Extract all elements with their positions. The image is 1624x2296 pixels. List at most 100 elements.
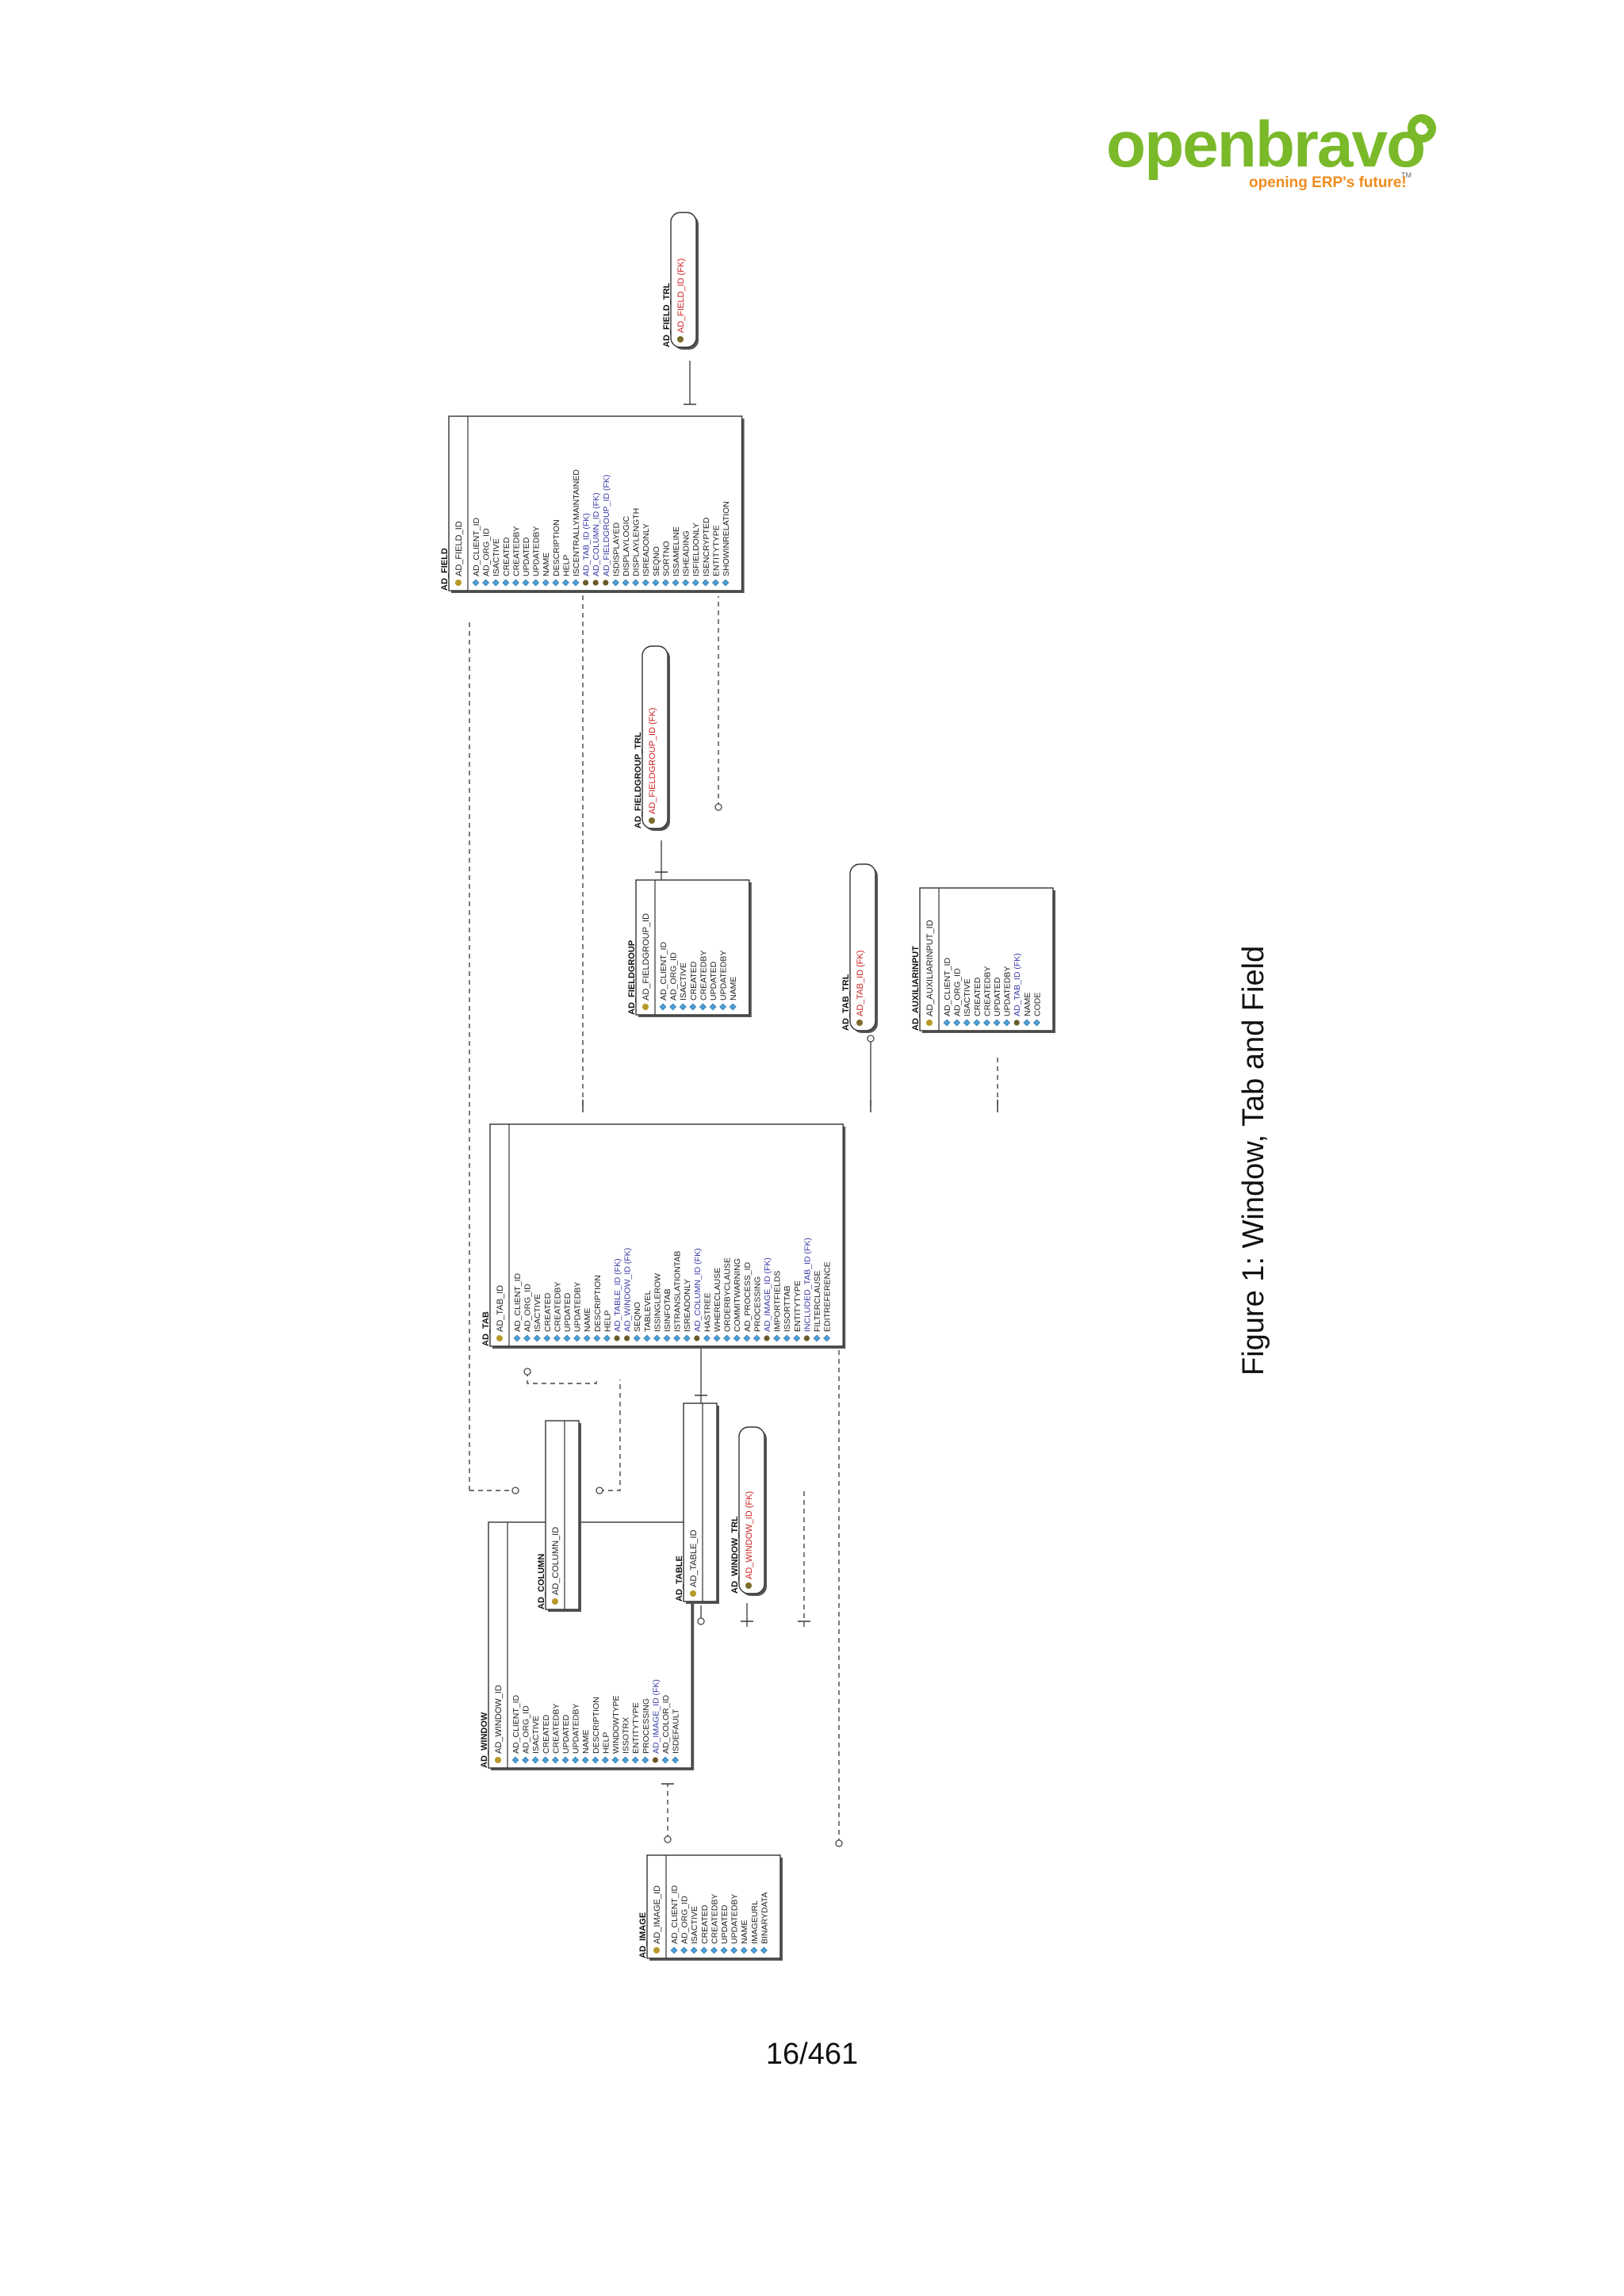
table-name: AD_IMAGE (638, 1912, 648, 1958)
key-icon (926, 1020, 933, 1026)
diamond-icon (593, 1334, 601, 1342)
column: WHERECLAUSE (713, 1268, 722, 1332)
column: ISSAMELINE (672, 526, 681, 576)
openbravo-logo: openbravo opening ERP's future! TM (1106, 109, 1436, 191)
diamond-icon (659, 1003, 667, 1011)
diamond-icon (740, 1946, 748, 1954)
diamond-icon (652, 579, 660, 587)
diamond-icon (733, 1334, 741, 1342)
diamond-icon (531, 1756, 539, 1764)
table-name: AD_WINDOW_TRL (730, 1516, 740, 1594)
foreign-key-column: AD_COLUMN_ID (FK) (693, 1248, 703, 1332)
column: PROCESSING (642, 1698, 651, 1754)
diamond-icon (953, 1019, 961, 1027)
column: CREATEDBY (511, 526, 521, 576)
column: IMAGEURL (750, 1900, 760, 1944)
primary-key-column: AD_IMAGE_ID (653, 1885, 662, 1944)
table-box (738, 1426, 765, 1594)
diamond-icon (1032, 1019, 1040, 1027)
diamond-icon (823, 1334, 831, 1342)
diamond-icon (643, 1334, 651, 1342)
diamond-icon (551, 1756, 559, 1764)
column: COMMITWARNING (733, 1258, 742, 1332)
diamond-icon (973, 1019, 981, 1027)
diamond-icon (611, 1756, 619, 1764)
column: UPDATED (709, 961, 718, 1001)
key-link-icon (583, 580, 589, 586)
column: SEQNO (633, 1302, 642, 1332)
column: ISACTIVE (679, 962, 688, 1001)
column: PROCESSING (753, 1276, 762, 1332)
table-box (489, 1123, 844, 1347)
foreign-key-column: INCLUDED_TAB_ID (FK) (802, 1238, 812, 1332)
diamond-icon (670, 1946, 678, 1954)
column: CREATED (542, 1714, 551, 1754)
column: CREATED (700, 1904, 710, 1944)
diamond-icon (710, 1946, 718, 1954)
diamond-icon (730, 1946, 738, 1954)
diamond-icon (760, 1946, 768, 1954)
diamond-icon (633, 1334, 641, 1342)
primary-key-column: AD_FIELD_ID (454, 521, 464, 576)
column: NAME (1023, 993, 1032, 1016)
foreign-key-column: AD_TAB_ID (FK) (1013, 953, 1022, 1016)
key-link-icon (603, 580, 609, 586)
primary-key-column: AD_TAB_ID (496, 1285, 505, 1332)
table-box (646, 1854, 781, 1959)
diamond-icon (963, 1019, 971, 1027)
table-box (642, 645, 668, 829)
column: SORTNO (661, 541, 671, 576)
column: ISACTIVE (963, 978, 972, 1016)
key-icon (653, 1947, 660, 1954)
column: CREATED (973, 977, 982, 1016)
table-name: AD_TABLE (675, 1556, 684, 1601)
column: AD_CLIENT_ID (513, 1272, 523, 1332)
column: AD_PROCESS_ID (743, 1261, 753, 1332)
column: DISPLAYLENGTH (632, 508, 642, 576)
primary-key-column: AD_WINDOW_ID (494, 1685, 504, 1754)
primary-key-column: AD_FIELD_ID (FK) (676, 258, 686, 333)
diamond-icon (672, 1756, 680, 1764)
foreign-key-column: AD_FIELDGROUP_ID (FK) (602, 475, 611, 576)
key-link-icon (803, 1335, 810, 1341)
diamond-icon (679, 1003, 687, 1011)
column: HELP (603, 1311, 612, 1332)
diamond-icon (722, 579, 730, 587)
column: UPDATED (993, 977, 1002, 1016)
diamond-icon (661, 579, 669, 587)
diamond-icon (663, 1334, 671, 1342)
column: CREATEDBY (710, 1894, 719, 1944)
diamond-icon (703, 1334, 710, 1342)
cardinality-marker (523, 1368, 531, 1376)
column: DESCRIPTION (593, 1275, 603, 1332)
diamond-icon (492, 579, 500, 587)
logo-tagline: opening ERP's future! (1249, 174, 1407, 191)
cardinality-marker (867, 1035, 875, 1043)
diamond-icon (1003, 1019, 1011, 1027)
table-box (488, 1521, 692, 1769)
primary-key-column: AD_FIELDGROUP_ID (642, 913, 651, 1001)
diamond-icon (702, 579, 710, 587)
column: ISINFOTAB (663, 1288, 672, 1332)
column: FILTERCLAUSE (813, 1271, 822, 1332)
column: ENTITYTYPE (793, 1280, 802, 1332)
column: CREATEDBY (553, 1282, 562, 1332)
column: UPDATED (522, 537, 531, 576)
diamond-icon (750, 1946, 758, 1954)
diamond-icon (553, 1334, 561, 1342)
column: CREATED (502, 537, 511, 576)
foreign-key-column: AD_TAB_ID (FK) (582, 513, 592, 576)
column: ENTITYTYPE (711, 525, 721, 576)
diamond-icon (632, 579, 640, 587)
column: ISDEFAULT (672, 1709, 681, 1754)
diamond-icon (511, 579, 519, 587)
diamond-icon (543, 1334, 551, 1342)
